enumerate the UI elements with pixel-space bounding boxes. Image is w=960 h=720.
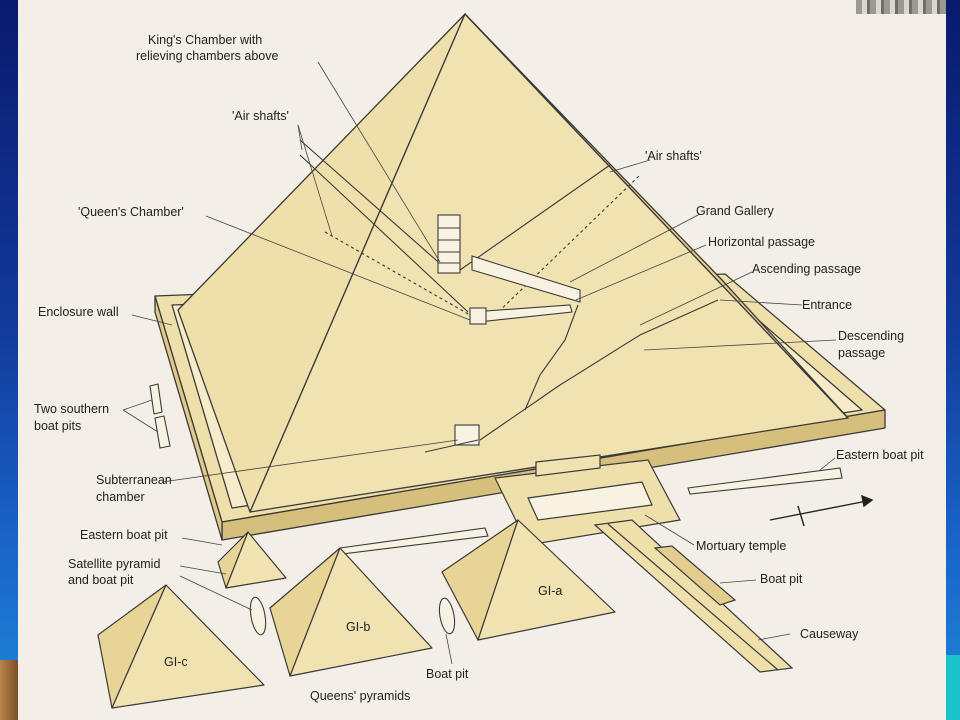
label-horizontal-passage: Horizontal passage [708, 235, 815, 249]
causeway [593, 519, 794, 673]
air-shaft-dashed-1 [324, 231, 471, 316]
gl-b-pyramid-front [289, 547, 433, 677]
label-gl-a: GI-a [538, 584, 562, 598]
air-shaft-right-2 [489, 174, 641, 321]
label-air-shafts-left: 'Air shafts' [232, 109, 289, 123]
eastern-boat-pit-right [687, 467, 843, 495]
air-shaft-left-2 [299, 154, 469, 313]
grand-gallery [471, 255, 581, 303]
label-kings-chamber-1: King's Chamber with [148, 33, 262, 47]
label-subterranean-1: Subterranean [96, 473, 172, 487]
air-shaft-right-1 [459, 164, 611, 271]
queens-chamber [469, 307, 487, 325]
corner-decoration [0, 660, 18, 720]
gl-c-pyramid-front [111, 584, 265, 709]
enclosure-wall-left [154, 295, 223, 541]
label-mortuary-temple: Mortuary temple [696, 539, 786, 553]
satellite-pyramid-front [225, 531, 287, 589]
subterranean-chamber [454, 424, 480, 446]
gl-a-pyramid-front [477, 519, 616, 641]
label-entrance: Entrance [802, 298, 852, 312]
stone-texture-scrap [856, 0, 946, 14]
causeway-boat-pit [653, 545, 737, 606]
label-eastern-boat-pit-right: Eastern boat pit [836, 448, 924, 462]
label-grand-gallery: Grand Gallery [696, 204, 775, 218]
queens-boat-pit [438, 597, 456, 635]
label-two-southern-2: boat pits [34, 419, 81, 433]
kings-chamber [437, 214, 461, 274]
label-descending-passage-1: Descending [838, 329, 904, 343]
label-two-southern-1: Two southern [34, 402, 109, 416]
label-satellite-2: and boat pit [68, 573, 134, 587]
satellite-boat-pit [249, 596, 267, 636]
label-boat-pit-bottom: Boat pit [426, 667, 469, 681]
great-pyramid-right-face [464, 13, 849, 419]
southern-boat-pit-2 [154, 415, 171, 449]
eastern-boat-pit-left [339, 527, 489, 555]
leader-lines [122, 61, 837, 665]
label-subterranean-2: chamber [96, 490, 145, 504]
descending-passage [479, 299, 719, 441]
label-gl-b: GI-b [346, 620, 370, 634]
label-descending-passage-2: passage [838, 346, 885, 360]
label-enclosure-wall: Enclosure wall [38, 305, 119, 319]
label-eastern-boat-pit-left: Eastern boat pit [80, 528, 168, 542]
ascending-passage [524, 304, 579, 411]
label-causeway: Causeway [800, 627, 859, 641]
air-shaft-left-1 [299, 139, 446, 269]
label-kings-chamber-2: relieving chambers above [136, 49, 278, 63]
label-satellite-1: Satellite pyramid [68, 557, 160, 571]
north-arrow [769, 494, 874, 527]
southern-boat-pit-1 [149, 383, 163, 415]
label-gl-c: GI-c [164, 655, 188, 669]
label-air-shafts-right: 'Air shafts' [645, 149, 702, 163]
label-ascending-passage: Ascending passage [752, 262, 861, 276]
corner-decoration-teal [946, 655, 960, 720]
label-boat-pit-right: Boat pit [760, 572, 803, 586]
label-queens-chamber: 'Queen's Chamber' [78, 205, 184, 219]
label-queens-pyramids: Queens' pyramids [310, 689, 410, 703]
